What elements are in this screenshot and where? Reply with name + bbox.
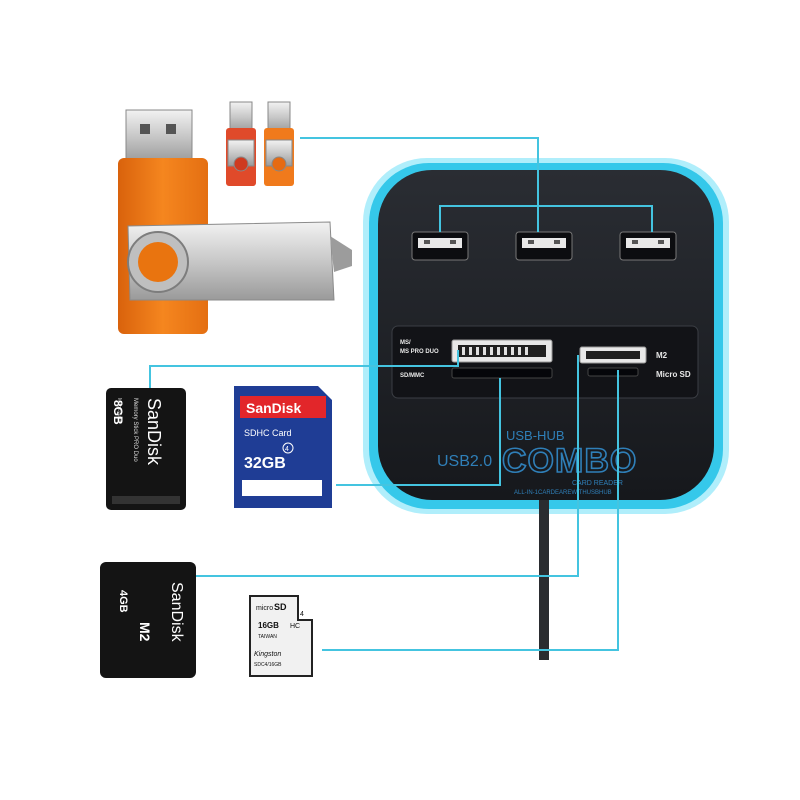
- m2-brand: SanDisk: [168, 582, 185, 643]
- microsd-class: 4: [300, 611, 304, 618]
- m2-capacity: 4GB: [117, 590, 129, 613]
- microsd-capacity: 16GB: [258, 621, 279, 630]
- label-card-reader: CARD READER: [572, 480, 623, 487]
- label-all-in-one: ALL-IN-1CARDEAREWITHUSBHUB: [514, 490, 612, 496]
- slot-label-microsd: Micro SD: [656, 370, 691, 379]
- label-usb-hub: USB-HUB: [506, 428, 565, 443]
- ms-line1: Memory Stick PRO Duo: [132, 398, 138, 462]
- slot-label-m2: M2: [656, 351, 668, 360]
- m2-card: SanDisk 4GB M2: [100, 562, 196, 678]
- ms-pro-duo-card: SanDisk Memory Stick PRO Duo MagicGate 8…: [106, 388, 186, 510]
- hub-cable: [539, 500, 549, 660]
- ms-sd-slot[interactable]: [451, 339, 553, 379]
- microsd-made: TAIWAN: [258, 634, 277, 640]
- m2-model: M2: [137, 622, 153, 642]
- usb-hub: MS/ MS PRO DUO SD/MMC M2 Micro SD USB-HU…: [363, 158, 729, 660]
- sd-brand: SanDisk: [246, 400, 301, 416]
- microsd-sd: SD: [274, 602, 287, 612]
- slot-label-ms: MS/: [400, 340, 411, 346]
- ms-line2: MagicGate: [116, 398, 122, 422]
- slot-label-sd: SD/MMC: [400, 373, 425, 379]
- usb-port-2[interactable]: [515, 231, 573, 261]
- usb-port-3[interactable]: [619, 231, 677, 261]
- microsd-card: micro SD 16GB HC 4 TAIWAN Kingston SDC4/…: [249, 595, 313, 677]
- m2-microsd-slot[interactable]: [579, 346, 647, 377]
- sd-class: 4: [285, 446, 289, 453]
- microsd-micro: micro: [256, 605, 273, 612]
- label-combo: COMBO: [502, 442, 637, 480]
- microsd-hc: HC: [290, 623, 300, 630]
- small-usb-drive-red: [226, 101, 256, 186]
- microsd-brand: Kingston: [254, 651, 281, 658]
- sd-type: SDHC Card: [244, 428, 292, 438]
- usb-connector: [125, 109, 193, 163]
- ms-brand: SanDisk: [144, 398, 164, 466]
- orange-usb-drive: [118, 109, 352, 334]
- ms-capacity: 8GB: [111, 400, 125, 425]
- microsd-part: SDC4/16GB: [254, 662, 282, 668]
- sdhc-card: SanDisk SDHC Card 32GB 4: [234, 386, 332, 508]
- label-usb20: USB2.0: [437, 453, 492, 470]
- sd-capacity: 32GB: [244, 455, 286, 472]
- small-usb-drive-orange: [264, 101, 294, 186]
- connector-lines: [149, 137, 653, 651]
- slot-label-ms-pro: MS PRO DUO: [400, 349, 439, 355]
- usb-port-1[interactable]: [411, 231, 469, 261]
